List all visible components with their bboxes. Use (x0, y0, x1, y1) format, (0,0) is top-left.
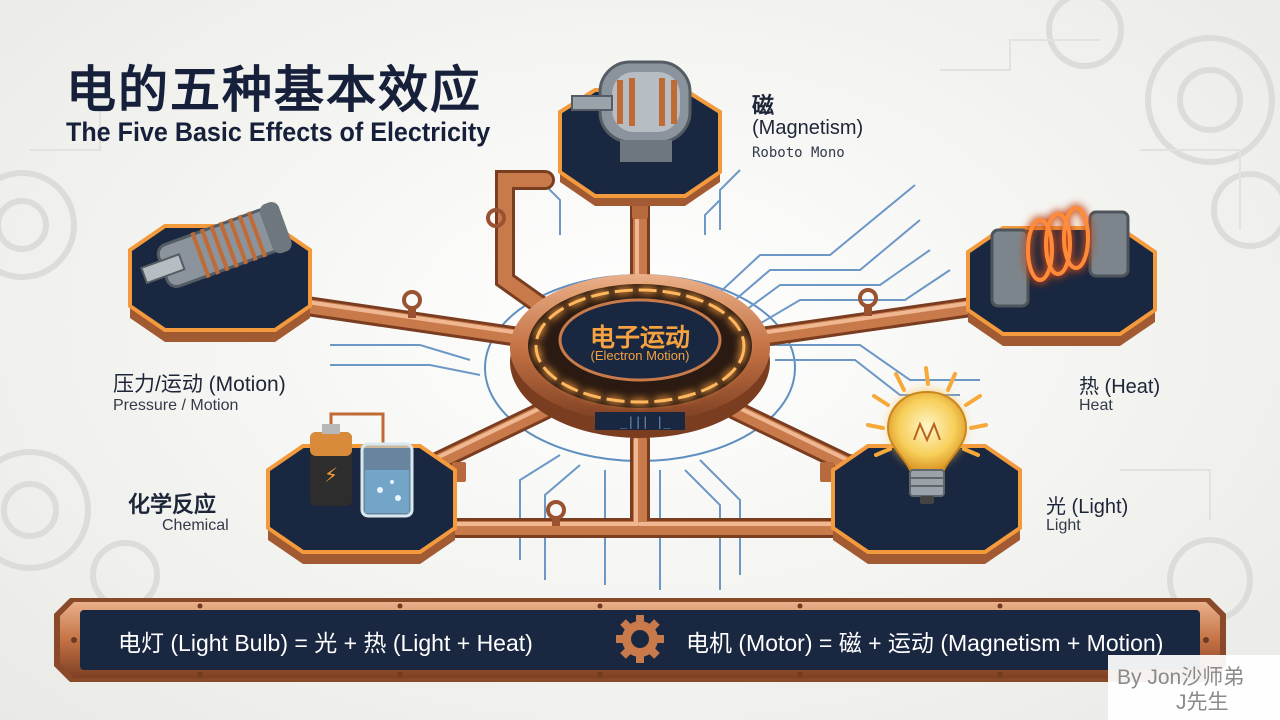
watermark-line1: By Jon沙师弟 (1117, 666, 1245, 689)
gear-icon (616, 615, 664, 663)
hub-sublabel: (Electron Motion) (590, 348, 690, 363)
heat-label: 热 (Heat) (1079, 376, 1161, 398)
chemical-label: 化学反应 (128, 492, 217, 517)
page-subtitle: The Five Basic Effects of Electricity (66, 117, 491, 147)
motion-sublabel: Pressure / Motion (113, 397, 239, 414)
magnetism-sublabel: Roboto Mono (752, 145, 845, 161)
motor-icon (571, 60, 692, 162)
heating-coil-icon (990, 204, 1130, 308)
electron-motion-hub: _||| |_ (510, 274, 770, 438)
coil-piston-icon (140, 202, 292, 288)
hub-label: 电子运动 (589, 324, 690, 352)
light-label: 光 (Light) (1046, 496, 1129, 518)
light-sublabel: Light (1046, 517, 1081, 534)
svg-text:⚡: ⚡ (324, 463, 338, 487)
motion-label: 压力/运动 (Motion) (113, 373, 286, 396)
watermark-box (1108, 655, 1280, 720)
page-title: 电的五种基本效应 (66, 62, 482, 118)
svg-text:_||| |_: _||| |_ (620, 415, 671, 429)
battery-beaker-icon: ⚡ (310, 412, 414, 518)
magnetism-label: 磁 (752, 93, 775, 118)
heat-sublabel: Heat (1079, 397, 1113, 414)
light-bulb-equation: 电灯 (Light Bulb) = 光 + 热 (Light + Heat) (118, 630, 533, 656)
background-circuit-lines (30, 39, 1241, 520)
watermark-line2: J先生 (1176, 691, 1229, 714)
motor-equation: 电机 (Motor) = 磁 + 运动 (Magnetism + Motion) (686, 630, 1164, 656)
magnetism-english: (Magnetism) (752, 117, 864, 139)
chemical-sublabel: Chemical (162, 517, 229, 534)
background-gears (0, 0, 1280, 623)
light-bulb-icon (866, 366, 988, 504)
